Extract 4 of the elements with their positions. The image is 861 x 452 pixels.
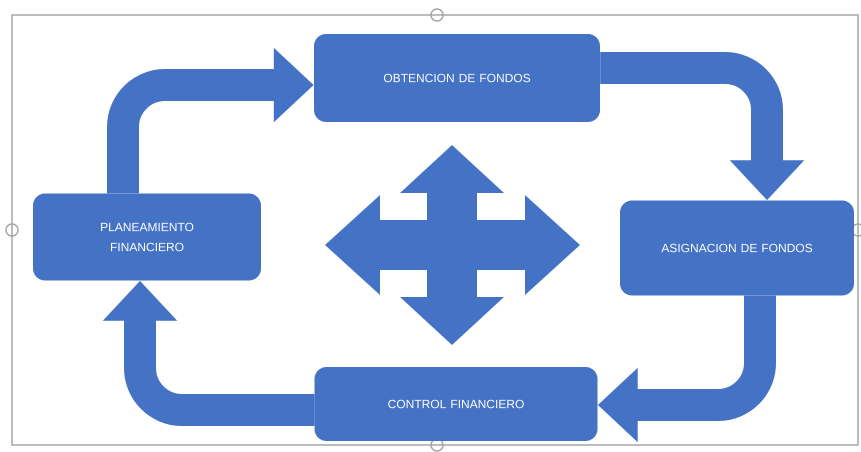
process-box: PLANEAMIENTO FINANCIERO bbox=[33, 194, 261, 280]
process-box: ASIGNACION DE FONDOS bbox=[620, 200, 854, 296]
process-box: CONTROL FINANCIERO bbox=[314, 367, 598, 441]
process-box: OBTENCION DE FONDOS bbox=[314, 34, 600, 122]
